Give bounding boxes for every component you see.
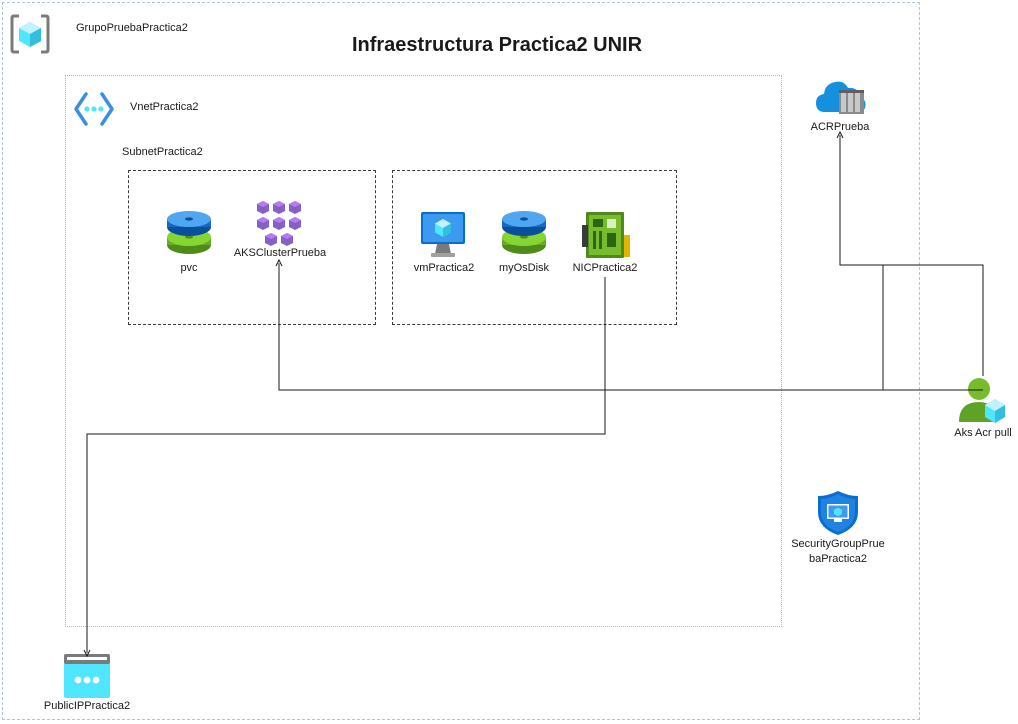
public-ip-icon <box>64 654 110 698</box>
security-group-label-line2: baPractica2 <box>808 553 868 565</box>
vm-label: vmPractica2 <box>413 262 475 274</box>
vnet-label: VnetPractica2 <box>130 101 199 113</box>
resource-group-icon <box>10 14 50 54</box>
os-disk-icon <box>502 211 546 254</box>
connector-nic-to-publicip <box>87 277 606 653</box>
resource-group-label: GrupoPruebaPractica2 <box>76 22 188 34</box>
vnet-container <box>65 75 782 627</box>
subnet-label: SubnetPractica2 <box>122 146 203 158</box>
aks-acr-pull-label: Aks Acr pull <box>954 427 1012 439</box>
virtual-machine-icon <box>421 212 465 257</box>
public-ip-label: PublicIPPractica2 <box>43 700 131 712</box>
connector-aks-line <box>279 263 883 391</box>
nic-label: NICPractica2 <box>572 262 638 274</box>
os-disk-label: myOsDisk <box>498 262 550 274</box>
security-group-label-line1: SecurityGroupPrue <box>791 538 885 550</box>
subnet-aks-container <box>128 170 376 325</box>
resource-group-container <box>2 2 920 720</box>
subnet-vm-container <box>392 170 677 325</box>
security-group-label: SecurityGroupPrue baPractica2 <box>783 537 893 567</box>
container-registry-icon <box>816 81 866 114</box>
acr-label: ACRPrueba <box>810 121 870 133</box>
pvc-disk-icon <box>167 211 211 254</box>
network-security-group-icon <box>818 491 858 535</box>
aks-label: AKSClusterPrueba <box>233 247 327 259</box>
diagram-title: Infraestructura Practica2 UNIR <box>351 34 643 56</box>
connector-acrpull-to-acr <box>840 135 984 376</box>
connector-acrpull-to-aks <box>882 265 983 391</box>
network-interface-icon <box>582 212 630 258</box>
kubernetes-cluster-icon <box>257 201 301 246</box>
pvc-label: pvc <box>180 262 198 274</box>
managed-identity-icon <box>959 378 1005 423</box>
virtual-network-icon <box>74 92 114 126</box>
